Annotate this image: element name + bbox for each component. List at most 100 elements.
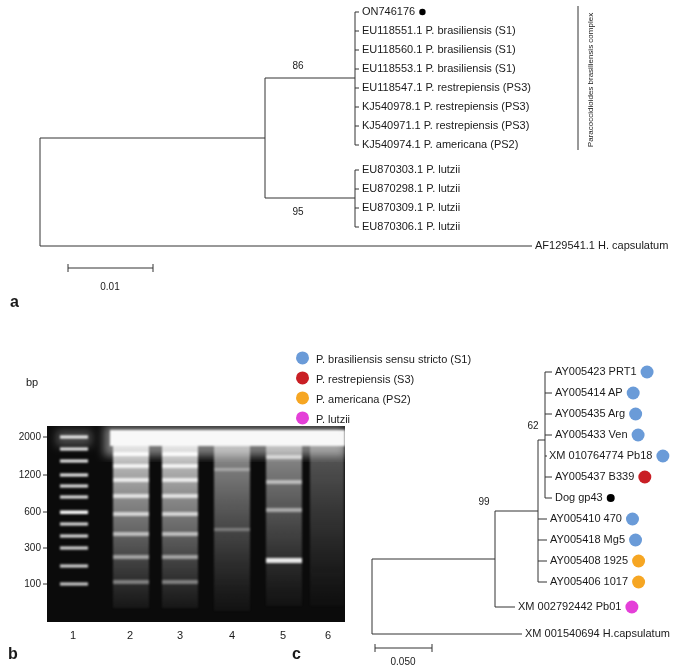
gel-band — [266, 480, 302, 484]
legend-text: P. americana (PS2) — [316, 393, 411, 406]
bootstrap-value: 99 — [478, 496, 489, 508]
taxon-label: KJ540974.1 P. americana (PS2) — [362, 138, 518, 151]
legend-entry: P. restrepiensis (S3) — [316, 368, 414, 387]
gel-band — [214, 468, 250, 471]
tree-branch — [40, 138, 532, 246]
legend-swatch — [296, 412, 309, 425]
ladder-band — [60, 448, 88, 451]
taxon-label: EU870303.1 P. lutzii — [362, 163, 460, 176]
gel-smear — [310, 446, 344, 606]
ladder-band — [60, 485, 88, 488]
ladder-band — [60, 474, 88, 477]
ladder-band — [60, 535, 88, 538]
size-marker: 2000 — [19, 431, 41, 443]
gel-lanes — [60, 430, 345, 611]
taxon-label: Dog gp43 — [555, 491, 603, 504]
taxon-label: XM 001540694 H.capsulatum — [525, 627, 670, 640]
tree-branch — [538, 440, 547, 582]
taxon-label: Dog gp43 — [555, 491, 603, 504]
gel-smear — [113, 446, 149, 608]
scale-label: 0.01 — [100, 281, 119, 293]
gel-band — [162, 494, 198, 498]
gel-band — [113, 452, 149, 456]
legend-entry: P. americana (PS2) — [316, 388, 411, 407]
taxon-label: AY005423 PRT1 — [555, 365, 637, 378]
lane-number: 6 — [325, 629, 331, 642]
ladder-band — [60, 511, 88, 515]
legend-swatch — [296, 372, 309, 385]
gel-band — [162, 512, 198, 516]
ladder-band — [60, 565, 88, 568]
size-marker: 100 — [24, 578, 41, 590]
legend-swatch — [296, 352, 309, 365]
taxon-label: EU118560.1 P. brasiliensis (S1) — [362, 43, 516, 56]
taxon-label: XM 002792442 Pb01 — [518, 600, 621, 613]
lane-number: 1 — [70, 629, 76, 642]
taxon-label: XM 002792442 Pb01 — [518, 600, 621, 613]
taxon-label: AY005433 Ven — [555, 428, 628, 441]
lane-number: 1 — [70, 629, 76, 642]
size-marker: 2000 — [19, 431, 41, 443]
marker-tick — [43, 437, 47, 584]
gel-band — [162, 452, 198, 456]
clade-label: Paracoccidioides brasiliensis complex — [586, 13, 596, 147]
taxon-label: KJ540978.1 P. restrepiensis (PS3) — [362, 100, 529, 113]
taxon-label: AY005435 Arg — [555, 407, 625, 420]
bootstrap-value: 95 — [292, 206, 303, 218]
lane-number: 4 — [229, 629, 235, 642]
taxon-dot — [625, 601, 638, 614]
taxon-label: EU870309.1 P. lutzii — [362, 201, 460, 214]
lane-number: 3 — [177, 629, 183, 642]
taxon-label: AY005408 1925 — [550, 554, 628, 567]
taxon-label: AY005437 B339 — [555, 470, 634, 483]
gel-smear — [162, 446, 198, 608]
taxon-label: EU870306.1 P. lutzii — [362, 220, 460, 233]
legend-entry: P. lutzii — [316, 408, 350, 427]
gel-smear — [214, 446, 250, 611]
size-marker: 100 — [24, 578, 41, 590]
taxon-label: EU870303.1 P. lutzii — [362, 163, 460, 176]
taxon-dot — [638, 471, 651, 484]
taxon-label: EU870309.1 P. lutzii — [362, 201, 460, 214]
size-marker: 600 — [24, 506, 41, 518]
gel-band — [266, 455, 302, 459]
gel-well-band — [110, 430, 345, 446]
legend-swatch — [296, 392, 309, 405]
tree-branch — [355, 12, 359, 145]
bootstrap-value: 86 — [292, 60, 303, 72]
gel-band — [113, 532, 149, 536]
legend-text: P. brasiliensis sensu stricto (S1) — [316, 353, 471, 366]
gel-band — [162, 478, 198, 482]
ladder-band — [60, 436, 88, 439]
tree-branch — [372, 559, 522, 634]
bootstrap-value: 86 — [292, 60, 303, 72]
lane-number: 5 — [280, 629, 286, 642]
taxon-label: EU118551.1 P. brasiliensis (S1) — [362, 24, 516, 37]
legend-text: P. lutzii — [316, 413, 350, 426]
taxon-label: KJ540971.1 P. restrepiensis (PS3) — [362, 119, 529, 132]
size-marker: 1200 — [19, 469, 41, 481]
gel-background — [47, 426, 345, 622]
scale-label: 0.01 — [100, 281, 119, 293]
bootstrap-value: 62 — [527, 420, 538, 432]
taxon-label: KJ540978.1 P. restrepiensis (PS3) — [362, 100, 529, 113]
taxon-label: AY005433 Ven — [555, 428, 628, 441]
taxon-label: EU870306.1 P. lutzii — [362, 220, 460, 233]
taxon-label: AY005414 AP — [555, 386, 623, 399]
taxon-label: KJ540974.1 P. americana (PS2) — [362, 138, 518, 151]
taxon-label: EU118553.1 P. brasiliensis (S1) — [362, 62, 516, 75]
gel-smear — [266, 446, 302, 606]
lane-number: 3 — [177, 629, 183, 642]
scale-bar — [68, 264, 153, 272]
lane-number: 4 — [229, 629, 235, 642]
axis-unit: bp — [26, 376, 38, 389]
ladder-band — [60, 583, 88, 586]
ladder-band — [60, 460, 88, 463]
gel-band — [162, 580, 198, 584]
gel-band — [162, 532, 198, 536]
taxon-dot — [641, 366, 654, 379]
tree-branch — [265, 78, 355, 198]
taxon-dot — [629, 534, 642, 547]
size-marker: 1200 — [19, 469, 41, 481]
